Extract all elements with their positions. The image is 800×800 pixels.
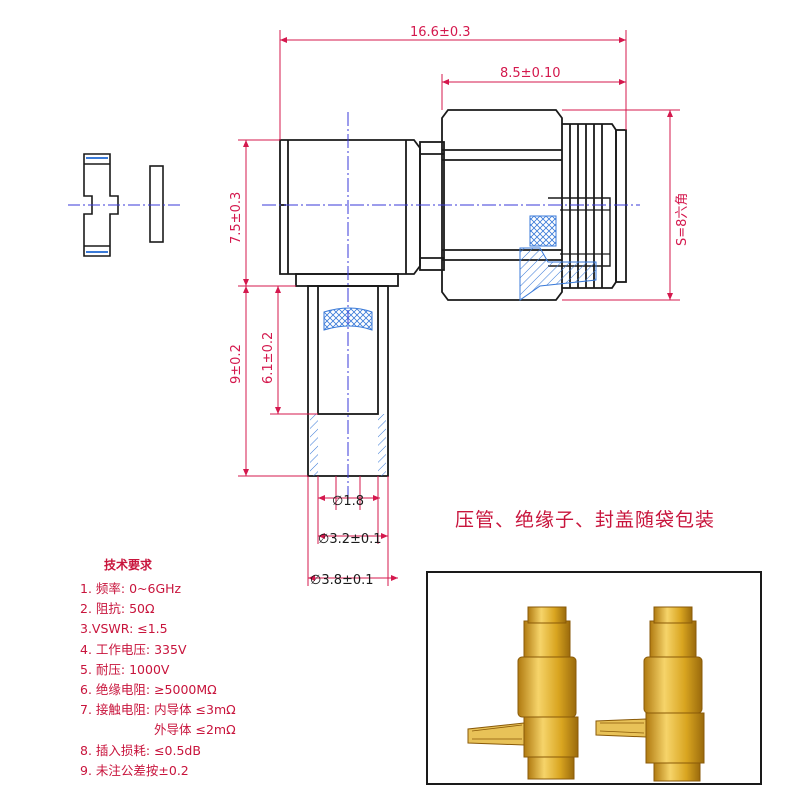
requirement-item: 8. 插入损耗: ≤0.5dB: [80, 742, 201, 758]
dim-hex-size: S=8六角: [675, 193, 690, 246]
requirement-item: 9. 未注公差按±0.2: [80, 762, 189, 778]
requirement-item: 1. 频率: 0~6GHz: [80, 581, 182, 596]
dim-outer-diameter: ∅3.8±0.1: [310, 573, 374, 588]
gold-connectors-photo-icon: [467, 606, 705, 782]
connector-body: [279, 109, 627, 301]
requirement-item: 6. 绝缘电阻: ≥5000MΩ: [80, 681, 217, 697]
dim-overall-length: 16.6±0.3: [410, 25, 471, 40]
connector-photo-left: [467, 606, 579, 780]
requirement-item: 4. 工作电压: 335V: [80, 641, 187, 657]
dim-pin-diameter: ∅1.8: [332, 494, 364, 509]
section-hatching: [519, 215, 597, 301]
connector-photo-right: [595, 606, 705, 782]
tech-requirements: 技术要求 1. 频率: 0~6GHz 2. 阻抗: 50Ω 3.VSWR: ≤1…: [80, 556, 410, 781]
dimension-lines: [238, 30, 680, 586]
cap-side-view: [83, 153, 119, 257]
centerlines: [262, 112, 640, 500]
insulator-view: [149, 165, 164, 243]
requirement-item: 外导体 ≤2mΩ: [154, 722, 236, 738]
requirement-item: 3.VSWR: ≤1.5: [80, 621, 168, 637]
crimp-ferrule: [295, 273, 399, 477]
requirement-item: 5. 耐压: 1000V: [80, 661, 170, 677]
dim-hex-length: 8.5±0.10: [500, 66, 561, 81]
requirement-item: 7. 接触电阻: 内导体 ≤3mΩ: [80, 702, 236, 718]
dim-crimp-length: 6.1±0.2: [261, 332, 276, 384]
product-photo: [426, 571, 762, 785]
dim-body-height: 7.5±0.3: [229, 192, 244, 244]
dim-ferrule-length: 9±0.2: [229, 344, 244, 384]
tech-requirements-title: 技术要求: [104, 558, 153, 572]
dim-inner-diameter: ∅3.2±0.1: [318, 532, 382, 547]
requirement-item: 2. 阻抗: 50Ω: [80, 601, 155, 617]
packing-note: 压管、绝缘子、封盖随袋包装: [455, 509, 716, 531]
